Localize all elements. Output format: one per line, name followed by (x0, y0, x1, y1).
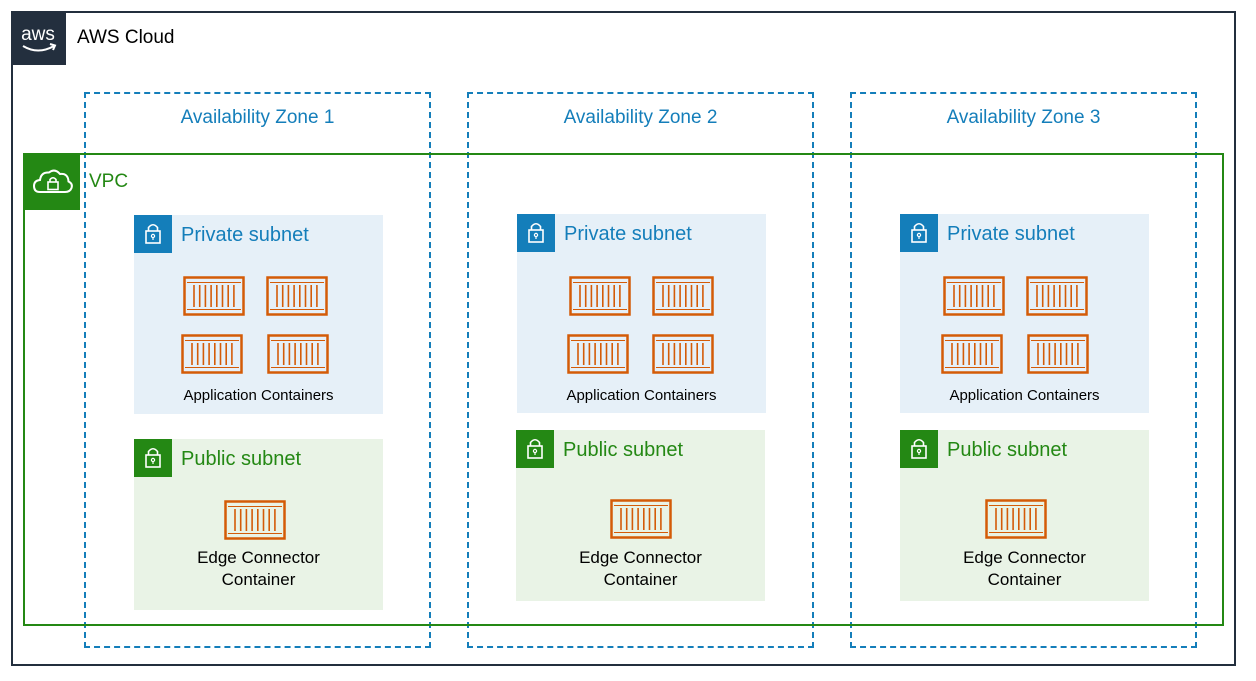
edge-connector-label-line-2: Container (221, 570, 296, 589)
container-icon (1027, 334, 1089, 374)
private-subnet-zone-3: Private subnet Application Containers (900, 214, 1149, 413)
lock-icon (134, 215, 172, 253)
private-subnet-title: Private subnet (947, 223, 1075, 245)
private-subnet-title: Private subnet (564, 223, 692, 245)
edge-connector-label-line-2: Container (603, 570, 678, 589)
container-icon (567, 334, 629, 374)
application-containers-label: Application Containers (566, 387, 717, 404)
private-subnet-zone-2: Private subnet Application Containers (517, 214, 766, 413)
svg-text:aws: aws (21, 24, 55, 45)
public-subnet-zone-3: Public subnet Edge Connector Container (900, 430, 1149, 601)
aws-cloud-group: aws AWS Cloud (11, 11, 1236, 666)
container-icon (941, 334, 1003, 374)
lock-icon (517, 214, 555, 252)
vpc-group: VPC (23, 153, 1224, 626)
availability-zone-2: Availability Zone 2 (467, 92, 814, 648)
public-subnet-zone-1: Public subnet Edge Connector Container (134, 439, 383, 610)
edge-connector-label-line-2: Container (987, 570, 1062, 589)
container-icon (652, 276, 714, 316)
availability-zone-title: Availability Zone 1 (180, 107, 335, 128)
lock-icon (134, 439, 172, 477)
container-icon (985, 499, 1047, 539)
aws-cloud-title: AWS Cloud (77, 27, 175, 48)
edge-connector-label-line-1: Edge Connector (579, 548, 702, 567)
container-icon (224, 500, 286, 540)
vpc-label: VPC (89, 171, 129, 192)
container-icon (610, 499, 672, 539)
availability-zone-3: Availability Zone 3 (850, 92, 1197, 648)
public-subnet-zone-2: Public subnet Edge Connector Container (516, 430, 765, 601)
lock-icon (900, 430, 938, 468)
availability-zone-title: Availability Zone 2 (563, 107, 718, 128)
container-icon (267, 334, 329, 374)
private-subnet-title: Private subnet (181, 224, 309, 246)
container-icon (181, 334, 243, 374)
public-subnet-title: Public subnet (181, 448, 302, 470)
availability-zone-1: Availability Zone 1 (84, 92, 431, 648)
container-icon (266, 276, 328, 316)
edge-connector-label-line-1: Edge Connector (963, 548, 1086, 567)
private-subnet-zone-1: Private subnet Application Containers (134, 215, 383, 414)
application-containers-label: Application Containers (183, 387, 334, 404)
aws-logo-icon: aws (11, 11, 66, 65)
container-icon (1026, 276, 1088, 316)
public-subnet-title: Public subnet (563, 439, 684, 461)
edge-connector-label-line-1: Edge Connector (197, 548, 320, 567)
container-icon (943, 276, 1005, 316)
application-containers-label: Application Containers (949, 387, 1100, 404)
public-subnet-title: Public subnet (947, 439, 1068, 461)
container-icon (183, 276, 245, 316)
availability-zone-title: Availability Zone 3 (946, 107, 1101, 128)
vpc-cloud-lock-icon (25, 155, 80, 210)
lock-icon (516, 430, 554, 468)
lock-icon (900, 214, 938, 252)
container-icon (652, 334, 714, 374)
container-icon (569, 276, 631, 316)
